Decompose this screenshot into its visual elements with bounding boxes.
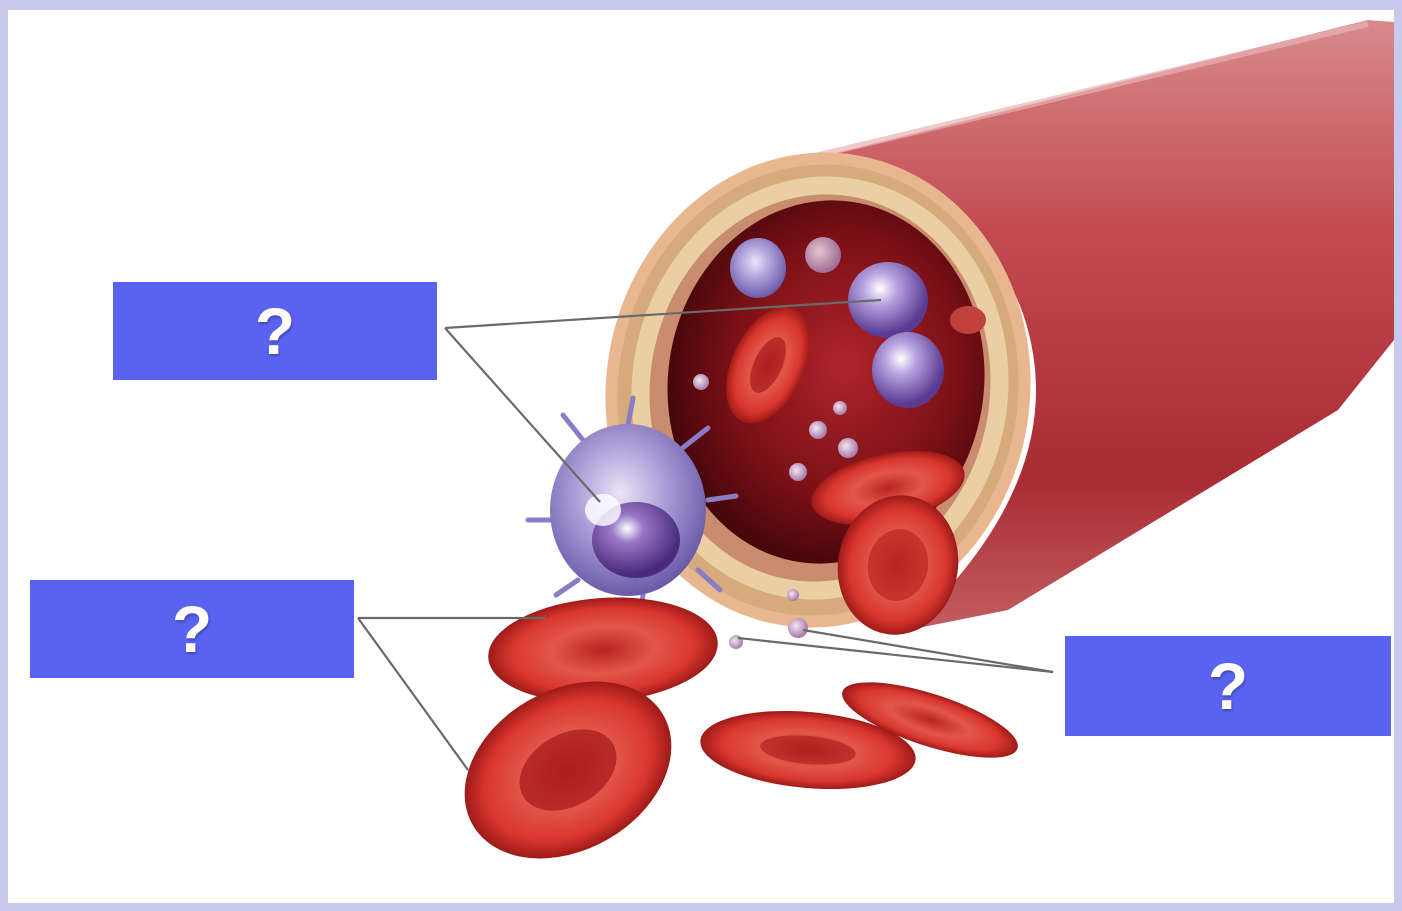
label-platelets-text: ?	[1208, 653, 1248, 719]
label-platelets[interactable]: ?	[1065, 636, 1391, 736]
label-red-cells-text: ?	[172, 596, 212, 662]
leader-red-to-lower	[358, 618, 468, 770]
diagram-canvas: ? ? ?	[8, 10, 1394, 903]
label-white-cells-text: ?	[255, 298, 295, 364]
blood-vessel-illustration	[8, 10, 1394, 903]
leader-platelet-1	[738, 638, 1053, 672]
red-cells-cluster	[433, 590, 1026, 894]
leader-platelet-2	[803, 630, 1053, 672]
leader-white-to-outside	[445, 328, 600, 502]
label-red-cells[interactable]: ?	[30, 580, 354, 678]
vessel-tube	[575, 20, 1394, 655]
label-white-cells[interactable]: ?	[113, 282, 437, 380]
